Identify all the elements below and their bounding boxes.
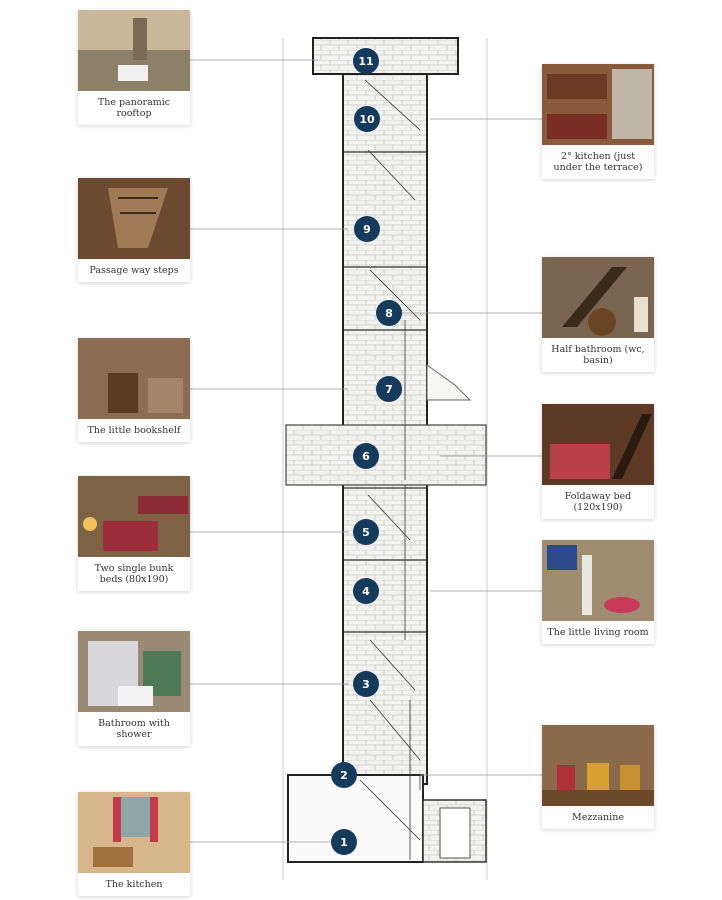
room-marker-5[interactable]: 5 [353,519,379,545]
room-caption: Passage way steps [89,265,179,276]
room-marker-3[interactable]: 3 [353,671,379,697]
room-marker-2[interactable]: 2 [331,762,357,788]
mezzanine-photo [542,725,654,806]
room-caption: The little bookshelf [87,425,181,436]
room-card-kitchen[interactable]: The kitchen [78,792,190,896]
room-caption: The kitchen [105,879,163,890]
room-marker-1[interactable]: 1 [331,829,357,855]
room-card-bunk-beds[interactable]: Two single bunk beds (80x190) [78,476,190,591]
kitchen-photo [78,792,190,873]
room-caption: Mezzanine [572,812,624,823]
room-card-passage-steps[interactable]: Passage way steps [78,178,190,282]
room-card-bathroom[interactable]: Bathroom with shower [78,631,190,746]
room-caption: Foldaway bed (120x190) [564,491,632,513]
room-marker-8[interactable]: 8 [376,300,402,326]
room-caption: Two single bunk beds (80x190) [94,563,174,585]
room-card-half-bathroom[interactable]: Half bathroom (wc, basin) [542,257,654,372]
second-kitchen-photo [542,64,654,145]
bookshelf-photo [78,338,190,419]
room-marker-11[interactable]: 11 [353,48,379,74]
room-caption: Bathroom with shower [98,718,170,740]
rooftop-photo [78,10,190,91]
room-marker-7[interactable]: 7 [376,376,402,402]
room-card-bookshelf[interactable]: The little bookshelf [78,338,190,442]
room-card-foldaway-bed[interactable]: Foldaway bed (120x190) [542,404,654,519]
room-marker-9[interactable]: 9 [354,216,380,242]
room-marker-6[interactable]: 6 [353,443,379,469]
living-room-photo [542,540,654,621]
room-marker-4[interactable]: 4 [353,578,379,604]
room-caption: Half bathroom (wc, basin) [551,344,645,366]
half-bathroom-photo [542,257,654,338]
room-caption: The little living room [547,627,649,638]
passage-steps-photo [78,178,190,259]
foldaway-bed-photo [542,404,654,485]
room-caption: 2° kitchen (just under the terrace) [553,151,643,173]
room-caption: The panoramic rooftop [97,97,171,119]
room-card-living-room[interactable]: The little living room [542,540,654,644]
room-card-second-kitchen[interactable]: 2° kitchen (just under the terrace) [542,64,654,179]
room-marker-10[interactable]: 10 [354,106,380,132]
bunk-beds-photo [78,476,190,557]
room-card-rooftop[interactable]: The panoramic rooftop [78,10,190,125]
room-card-mezzanine[interactable]: Mezzanine [542,725,654,829]
bathroom-photo [78,631,190,712]
